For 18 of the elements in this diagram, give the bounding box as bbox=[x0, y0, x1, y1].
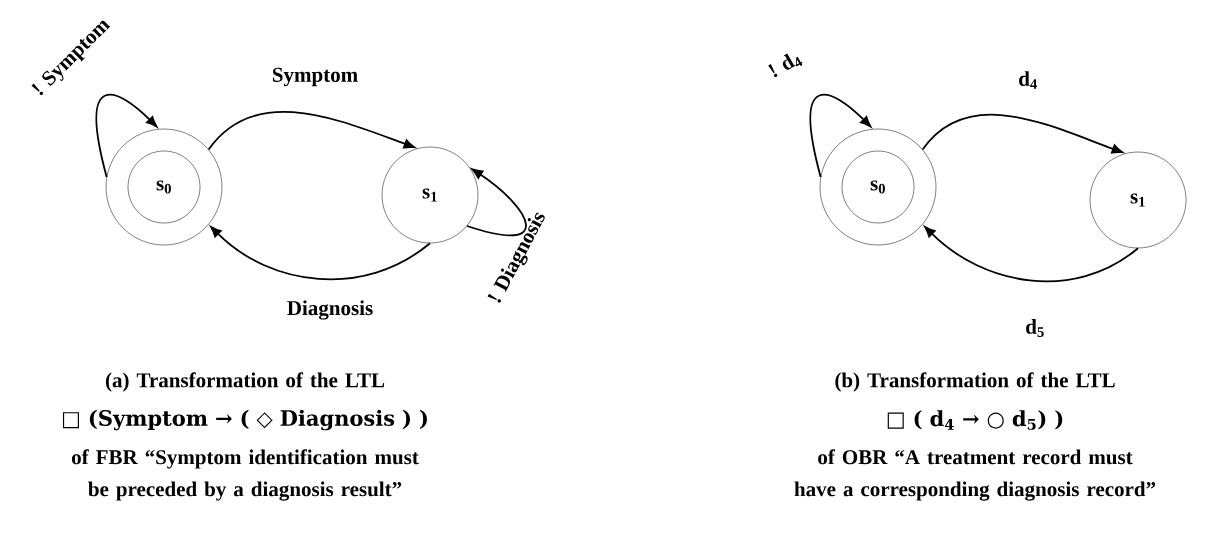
caption-text: of OBR “A treatment record must have a corresponding diagnosis record” bbox=[794, 449, 1156, 501]
edge-label: Diagnosis bbox=[287, 300, 373, 320]
caption-text: □ (Symptom → ( ◇ Diagnosis ) ) bbox=[62, 409, 427, 431]
caption-text: □ ( d$_{4}$ → ○ d$_{5}$) ) bbox=[887, 410, 1063, 430]
caption-text: (a) Transformation of the LTL bbox=[105, 372, 385, 392]
edge-label: d$_{4}$ bbox=[1019, 71, 1037, 89]
arrow bbox=[95, 93, 158, 178]
arrow bbox=[809, 93, 872, 178]
arrow bbox=[466, 168, 527, 237]
arrow bbox=[207, 110, 416, 151]
edge-label: Symptom bbox=[272, 67, 358, 87]
caption-text: of FBR “Symptom identification must be preceded by a diagnosis result” bbox=[71, 449, 419, 501]
arrow bbox=[924, 226, 1139, 283]
caption-text: (b) Transformation of the LTL bbox=[835, 372, 1115, 392]
arrow bbox=[921, 113, 1124, 154]
arrow bbox=[210, 226, 431, 281]
edge-label: ! d$_{4}$ bbox=[768, 53, 803, 78]
edge-label: d$_{5}$ bbox=[1026, 319, 1044, 337]
